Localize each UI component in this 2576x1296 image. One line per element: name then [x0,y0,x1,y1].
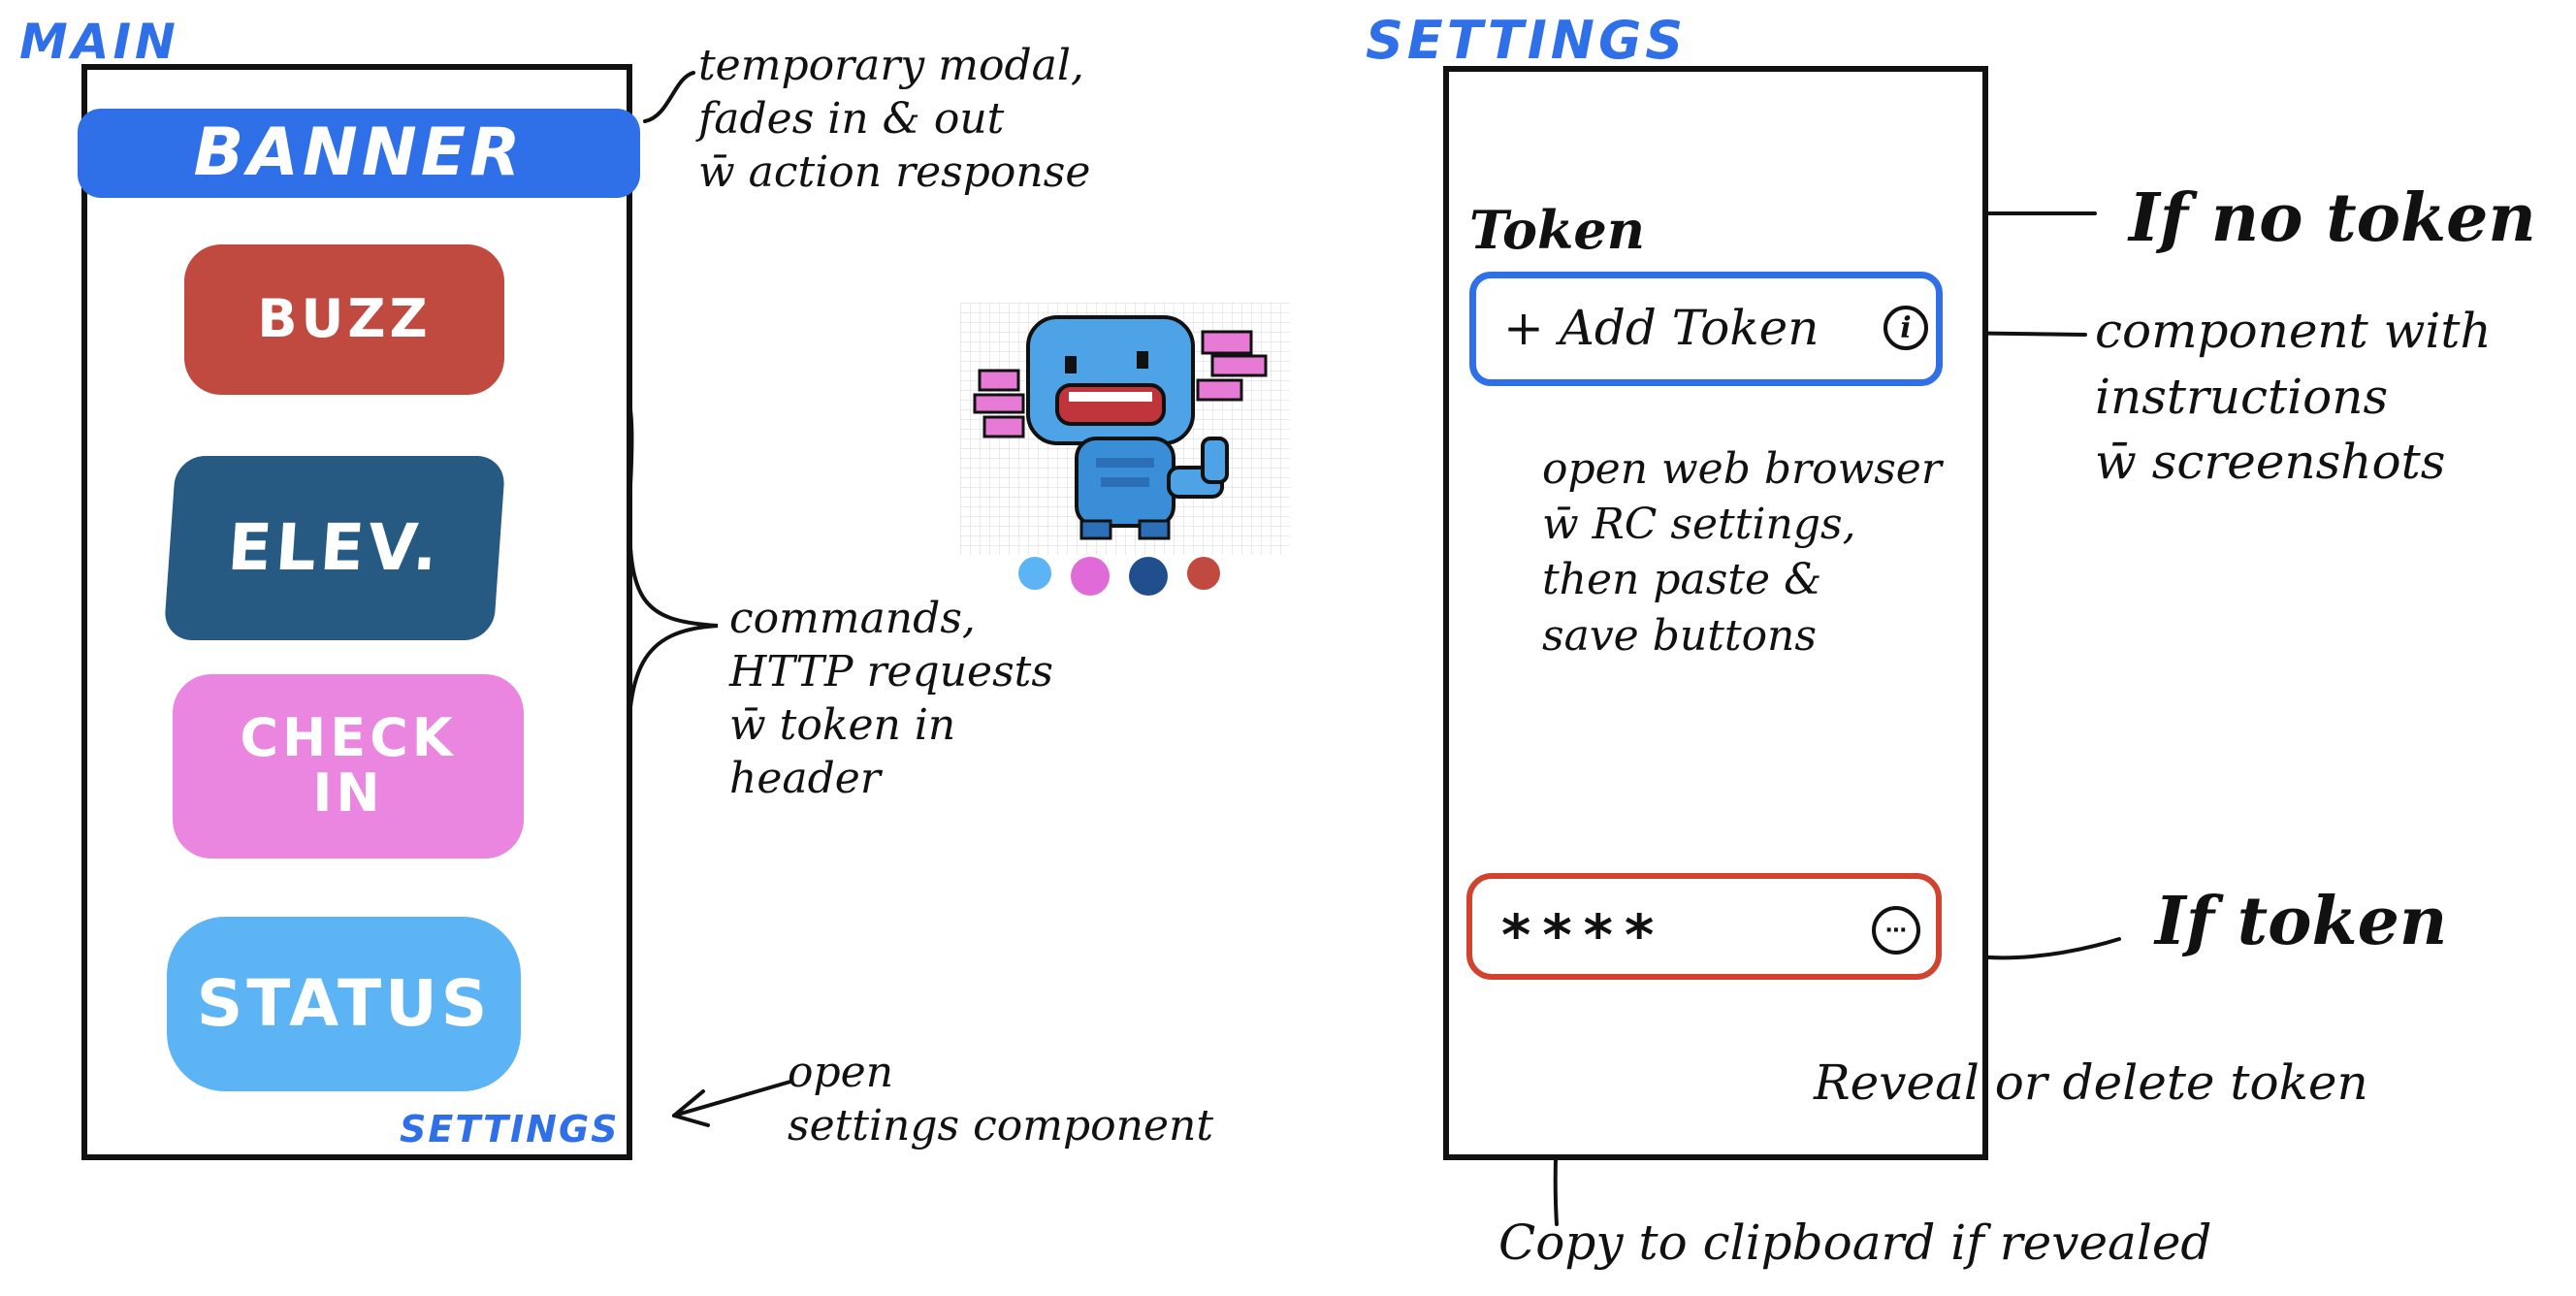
check-in-button[interactable]: CHECK IN [173,674,524,859]
banner: BANNER [78,109,640,198]
palette-swatch [1187,557,1220,590]
mascot-image [960,303,1290,555]
open-settings-note: open settings component [788,1048,1214,1150]
add-token-label: + Add Token [1503,300,1819,356]
wooper-pixel-art-icon [960,303,1290,555]
token-heading: Token [1469,199,1646,261]
settings-link[interactable]: SETTINGS [400,1108,620,1150]
more-icon[interactable]: ⋯ [1872,906,1920,955]
info-icon[interactable]: i [1884,306,1928,350]
palette-swatch [1018,557,1051,590]
palette-swatch [1071,557,1110,596]
banner-note: temporary modal, fades in & out w̄ actio… [698,41,1091,197]
copy-note: Copy to clipboard if revealed [1498,1215,2212,1271]
settings-heading: SETTINGS [1366,10,1688,71]
color-palette [1018,557,1220,596]
status-button[interactable]: STATUS [167,917,521,1091]
elev-button[interactable]: ELEV. [163,456,506,640]
palette-swatch [1129,557,1168,596]
add-token-button[interactable]: + Add Token i [1469,272,1943,386]
masked-token: **** [1501,902,1666,968]
reveal-delete-note: Reveal or delete token [1814,1054,2368,1111]
buzz-button[interactable]: BUZZ [184,244,504,395]
if-no-token-note: If no token [2129,179,2536,257]
main-heading: MAIN [19,14,179,70]
open-browser-note: open web browser w̄ RC settings, then pa… [1542,444,1942,661]
token-field[interactable]: **** ⋯ [1466,873,1942,980]
if-token-note: If token [2155,883,2448,960]
commands-note: commands, HTTP requests w̄ token in head… [729,594,1053,803]
info-component-note: component with instructions w̄ screensho… [2095,303,2492,490]
